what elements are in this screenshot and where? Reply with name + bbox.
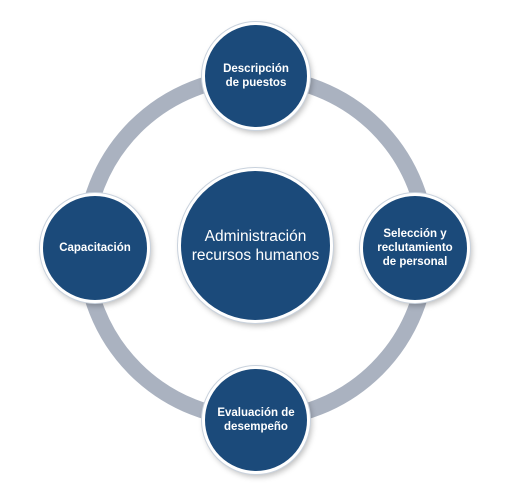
node-description-label: Descripción de puestos <box>223 63 289 89</box>
node-evaluation: Evaluación de desempeño <box>202 366 310 474</box>
node-selection-label: Selección y reclutamiento de personal <box>377 228 453 268</box>
node-evaluation-label: Evaluación de desempeño <box>217 407 295 433</box>
node-selection: Selección y reclutamiento de personal <box>360 193 470 303</box>
node-training-label: Capacitación <box>59 242 131 254</box>
node-training: Capacitación <box>40 193 150 303</box>
center-node-label: Administración recursos humanos <box>191 227 320 264</box>
center-node: Administración recursos humanos <box>178 168 333 323</box>
node-description: Descripción de puestos <box>202 22 310 130</box>
